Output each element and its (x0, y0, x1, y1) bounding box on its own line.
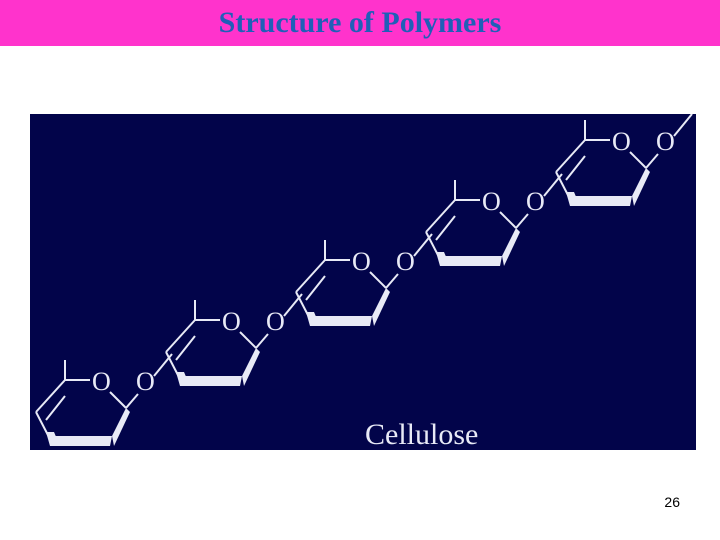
svg-text:O: O (352, 247, 371, 276)
svg-text:O: O (526, 187, 545, 216)
slide-title: Structure of Polymers (218, 6, 502, 39)
page-number: 26 (664, 494, 680, 510)
svg-text:O: O (266, 307, 285, 336)
svg-text:O: O (222, 307, 241, 336)
svg-text:O: O (612, 127, 631, 156)
svg-text:O: O (92, 367, 111, 396)
svg-text:O: O (396, 247, 415, 276)
svg-text:O: O (136, 367, 155, 396)
slide-header (0, 0, 720, 46)
svg-text:O: O (656, 127, 675, 156)
svg-text:O: O (482, 187, 501, 216)
